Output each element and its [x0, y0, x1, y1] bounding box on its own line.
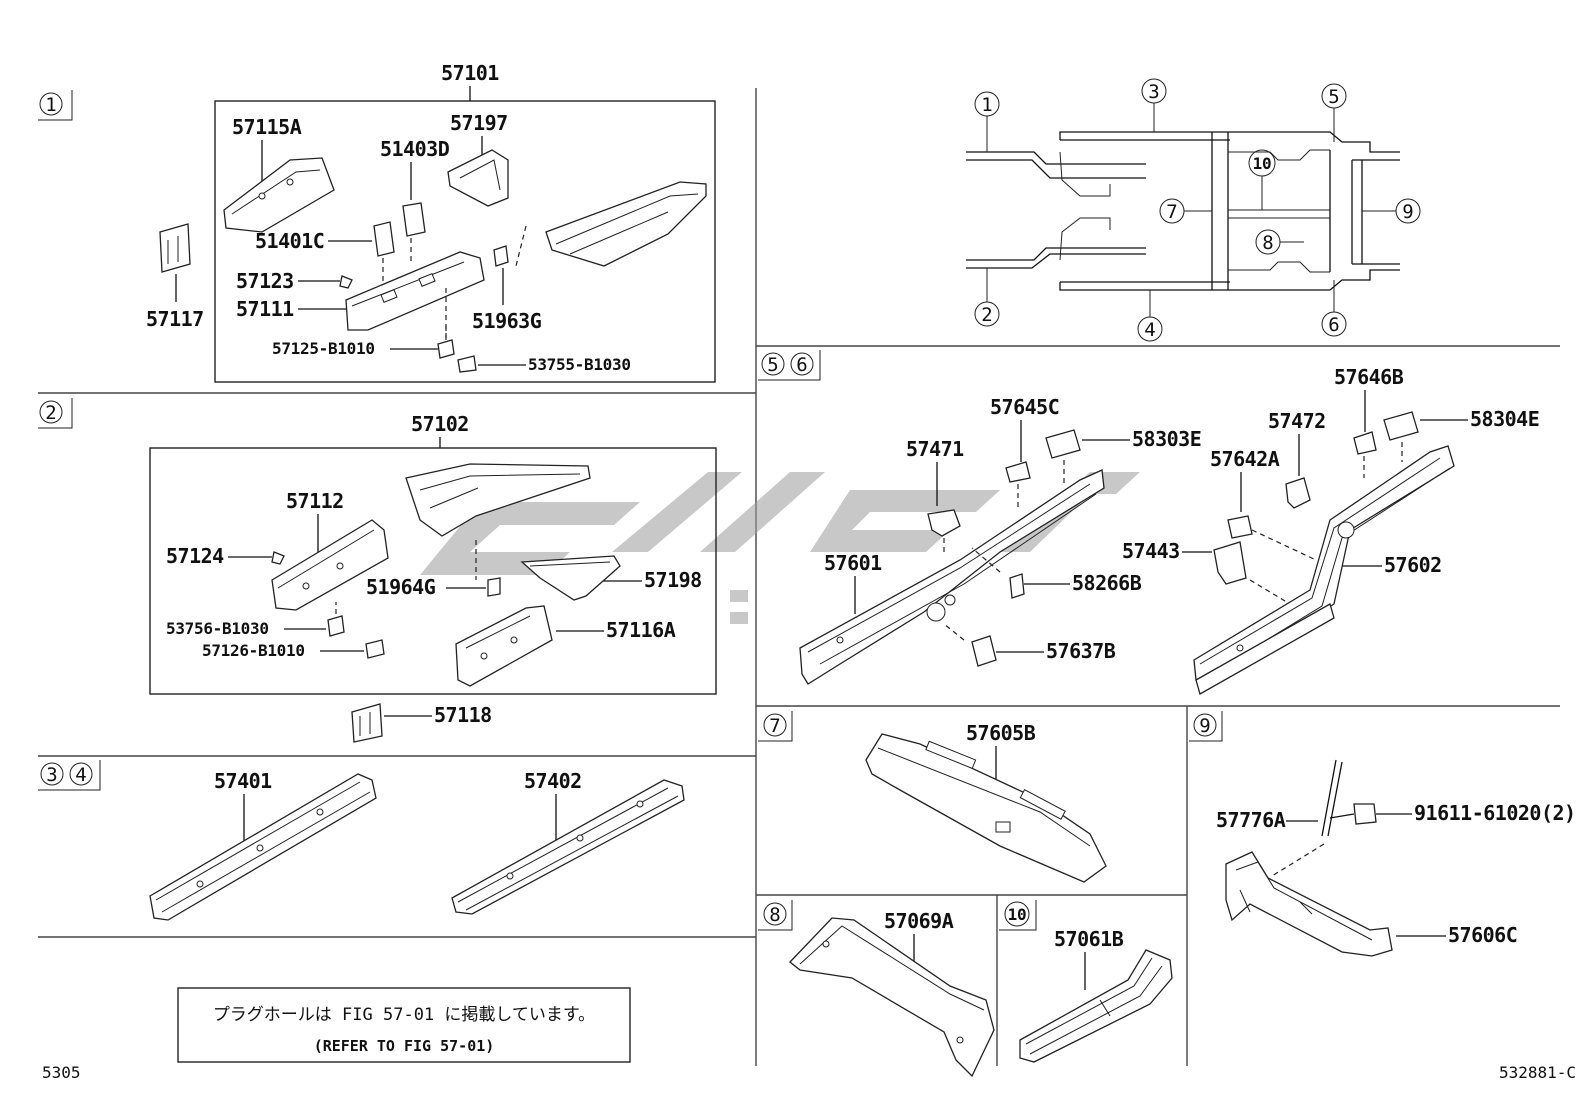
part-label-57443: 57443	[1122, 539, 1180, 563]
svg-text:2: 2	[45, 402, 56, 424]
part-label-57197: 57197	[450, 111, 508, 135]
part-label-57472: 57472	[1268, 409, 1326, 433]
section-8-rear-crossmember: 57069A	[789, 909, 995, 1078]
part-label-53755-B1030: 53755-B1030	[528, 355, 631, 374]
part-label-51963G: 51963G	[472, 309, 542, 333]
section-marker-8: 8	[758, 900, 793, 931]
svg-text:1: 1	[981, 94, 992, 116]
svg-text:8: 8	[1262, 232, 1273, 254]
section-marker-2: 2	[38, 398, 73, 429]
part-label-57471: 57471	[906, 437, 964, 461]
part-label-57102: 57102	[411, 412, 469, 436]
overview-marker-4: 4	[1137, 290, 1163, 342]
svg-text:10: 10	[1253, 154, 1272, 173]
svg-text:1: 1	[45, 94, 56, 116]
svg-text:5: 5	[1328, 86, 1339, 108]
part-label-57126-B1010: 57126-B1010	[202, 641, 305, 660]
part-label-57116A: 57116A	[606, 618, 676, 642]
part-label-57646B: 57646B	[1334, 365, 1404, 389]
part-label-57642A: 57642A	[1210, 447, 1280, 471]
part-label-57402: 57402	[524, 769, 582, 793]
section-9-rear-floor-member: 57776A 91611-61020(2) 57606C	[1216, 759, 1576, 957]
part-label-57101: 57101	[441, 61, 499, 85]
note-en: (REFER TO FIG 57-01)	[314, 1037, 495, 1055]
overview-marker-6: 6	[1321, 280, 1347, 337]
svg-text:3: 3	[46, 764, 57, 786]
part-label-57069A: 57069A	[884, 909, 954, 933]
part-label-51964G: 51964G	[366, 575, 436, 599]
svg-text:7: 7	[1166, 201, 1177, 223]
overview-marker-8: 8	[1255, 229, 1304, 255]
svg-text:4: 4	[75, 764, 86, 786]
overview-marker-2: 2	[974, 268, 1000, 327]
part-label-57061B: 57061B	[1054, 927, 1124, 951]
svg-text:4: 4	[1144, 319, 1155, 341]
section-marker-9: 9	[1189, 711, 1223, 742]
svg-text:7: 7	[769, 715, 780, 737]
part-label-57123: 57123	[236, 269, 294, 293]
section-marker-1: 1	[38, 90, 73, 121]
note-box: プラグホールは FIG 57-01 に掲載しています。 (REFER TO FI…	[177, 987, 631, 1063]
part-label-57118: 57118	[434, 703, 492, 727]
part-label-51401C: 51401C	[255, 229, 324, 253]
section-marker-3-4: 3 4	[38, 760, 101, 791]
section-7-floor-crossmember: 57605B	[865, 721, 1107, 883]
section-5-6-rear-floor-side-members: 57645C 58303E 57471 57601 58266B 57637B …	[799, 365, 1540, 695]
svg-text:10: 10	[1008, 905, 1027, 924]
overview-marker-5: 5	[1321, 83, 1347, 142]
svg-text:6: 6	[1328, 314, 1339, 336]
section-2-front-side-member-rh: 57102 57112 57124 51964G 57198 53756-B10…	[149, 412, 717, 743]
svg-text:5: 5	[767, 354, 778, 376]
part-label-57125-B1010: 57125-B1010	[272, 339, 375, 358]
overview-marker-10: 10	[1248, 149, 1276, 210]
svg-text:6: 6	[796, 354, 807, 376]
section-dividers	[38, 88, 1560, 1066]
part-label-57606C: 57606C	[1448, 923, 1517, 947]
overview-marker-9: 9	[1362, 198, 1421, 224]
overview-marker-1: 1	[974, 91, 1000, 152]
note-jp: プラグホールは FIG 57-01 に掲載しています。	[213, 1005, 595, 1025]
part-label-57602: 57602	[1384, 553, 1442, 577]
part-label-57117: 57117	[146, 307, 204, 331]
section-10-tunnel-brace: 57061B	[1019, 927, 1173, 1063]
part-label-57111: 57111	[236, 297, 294, 321]
part-label-58303E: 58303E	[1132, 427, 1201, 451]
section-marker-10: 10	[999, 900, 1037, 931]
part-label-57637B: 57637B	[1046, 639, 1116, 663]
part-label-57601: 57601	[824, 551, 882, 575]
part-label-58266B: 58266B	[1072, 571, 1142, 595]
part-label-57124: 57124	[166, 544, 224, 568]
footer-left-code: 5305	[42, 1063, 81, 1082]
footer-right-code: 532881-C	[1499, 1063, 1576, 1082]
section-3-4-floor-side-members: 57401 57402	[149, 769, 685, 921]
part-label-57115A: 57115A	[232, 115, 302, 139]
section-1-front-side-member-lh: 57101 57115A 57197 51403D 51401C 57123 5…	[146, 61, 716, 383]
svg-text:2: 2	[981, 304, 992, 326]
part-label-57198: 57198	[644, 568, 702, 592]
section-marker-7: 7	[758, 711, 793, 742]
part-label-53756-B1030: 53756-B1030	[166, 619, 269, 638]
overview-marker-3: 3	[1141, 78, 1167, 132]
svg-text:8: 8	[769, 904, 780, 926]
part-label-51403D: 51403D	[380, 137, 450, 161]
part-label-57112: 57112	[286, 489, 344, 513]
overview-chassis-plan: 1 2 3 4 5 6 7	[966, 78, 1421, 342]
part-label-57605B: 57605B	[966, 721, 1036, 745]
section-marker-5-6: 5 6	[758, 350, 821, 381]
part-label-91611-61020: 91611-61020(2)	[1414, 801, 1576, 825]
part-label-57645C: 57645C	[990, 395, 1059, 419]
overview-marker-7: 7	[1159, 198, 1212, 224]
svg-text:9: 9	[1199, 715, 1210, 737]
svg-text:3: 3	[1148, 81, 1159, 103]
svg-text:9: 9	[1402, 201, 1413, 223]
part-label-57776A: 57776A	[1216, 808, 1286, 832]
part-label-58304E: 58304E	[1470, 407, 1539, 431]
part-label-57401: 57401	[214, 769, 272, 793]
